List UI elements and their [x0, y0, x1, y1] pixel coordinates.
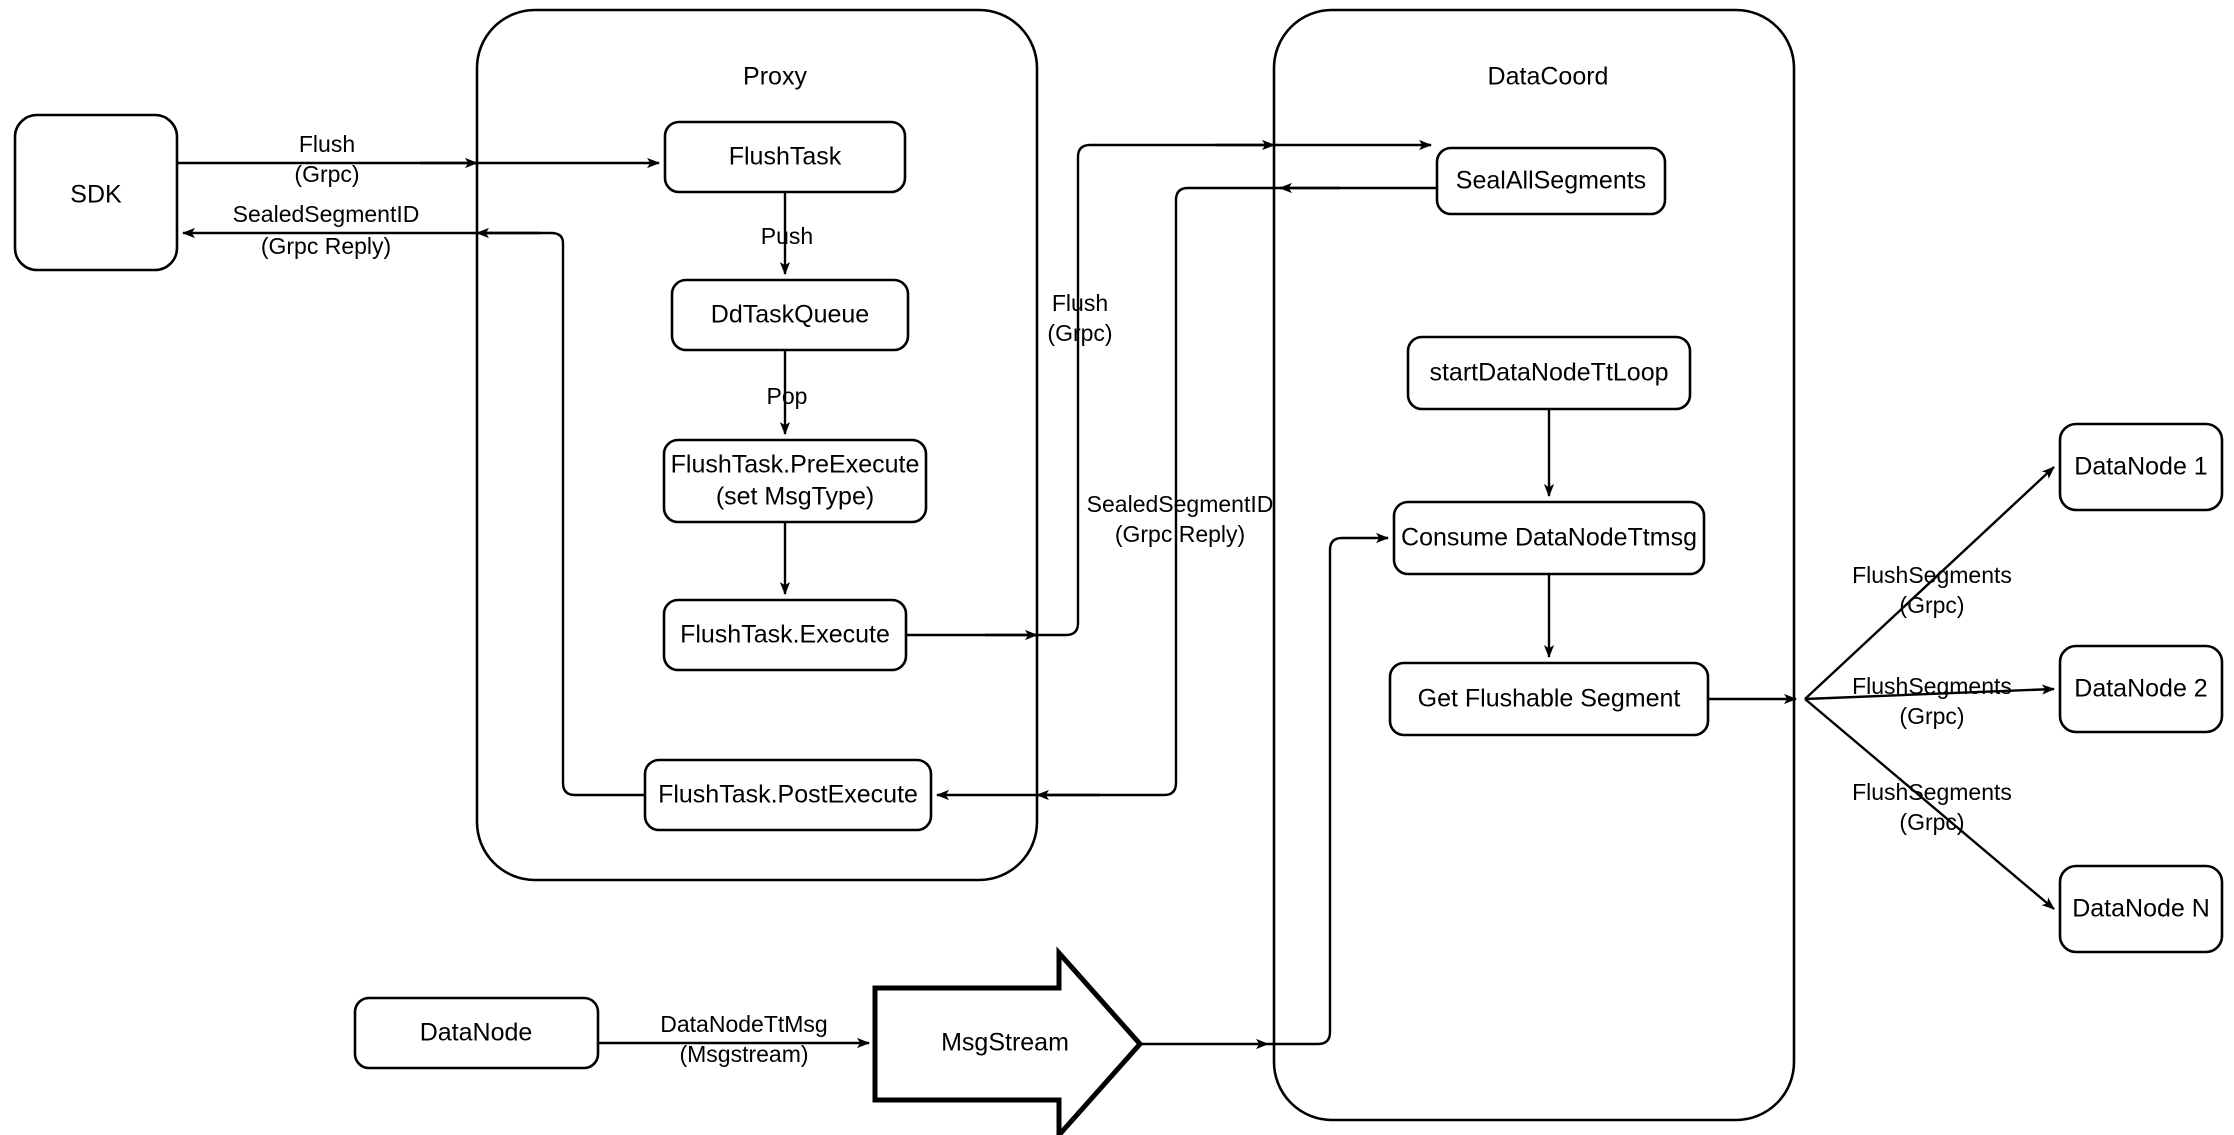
node-get-flushable-segment[interactable]: Get Flushable Segment: [1388, 661, 1710, 737]
sdk-label: SDK: [70, 181, 122, 209]
flushsegments-2-line2: (Grpc): [1899, 703, 1964, 729]
proxy-label: Proxy: [743, 63, 807, 91]
ddtaskqueue-box[interactable]: [670, 278, 910, 352]
execute-label: FlushTask.Execute: [680, 621, 890, 649]
node-flushtask-execute[interactable]: FlushTask.Execute: [662, 598, 908, 672]
datanode1-box[interactable]: [2058, 422, 2224, 512]
edge-label-pop: Pop: [767, 383, 808, 409]
datanode-source-label: DataNode: [420, 1019, 533, 1047]
edge-label-flush-grpc-mid: Flush (Grpc): [1047, 290, 1112, 346]
edge-label-sealedsegmentid-mid: SealedSegmentID (Grpc Reply): [1087, 491, 1274, 547]
group-proxy: Proxy: [475, 8, 1039, 882]
datanoden-label: DataNode N: [2072, 895, 2210, 923]
pop-label: Pop: [767, 383, 808, 409]
datanoden-box[interactable]: [2058, 864, 2224, 954]
datanode-source-box[interactable]: [353, 996, 600, 1070]
sealed-reply-sdk-line2: (Grpc Reply): [261, 233, 391, 259]
consumett-box[interactable]: [1392, 500, 1706, 576]
flushsegments-n-line1: FlushSegments: [1852, 779, 2012, 805]
node-ddtaskqueue[interactable]: DdTaskQueue: [670, 278, 910, 352]
sealallsegments-box[interactable]: [1435, 146, 1667, 216]
datacoord-label: DataCoord: [1488, 63, 1609, 91]
node-flushtask[interactable]: FlushTask: [663, 120, 907, 194]
flushsegments-1-line1: FlushSegments: [1852, 562, 2012, 588]
edge-label-flushsegments-n: FlushSegments (Grpc): [1852, 779, 2012, 835]
node-sealallsegments[interactable]: SealAllSegments: [1435, 146, 1667, 216]
ttloop-box[interactable]: [1406, 335, 1692, 411]
sealed-reply-mid-line1: SealedSegmentID: [1087, 491, 1274, 517]
flush-grpc-sdk-line2: (Grpc): [294, 161, 359, 187]
preexecute-sublabel: (set MsgType): [716, 483, 874, 511]
datacoord-container: [1272, 8, 1796, 1122]
sealallsegments-label: SealAllSegments: [1456, 167, 1646, 195]
edge-label-flushsegments-1: FlushSegments (Grpc): [1852, 562, 2012, 618]
flushsegments-2-line1: FlushSegments: [1852, 673, 2012, 699]
node-datanode-1[interactable]: DataNode 1: [2058, 422, 2224, 512]
sealed-reply-sdk-line1: SealedSegmentID: [233, 201, 420, 227]
datanodettmsg-line2: (Msgstream): [679, 1041, 808, 1067]
node-datanode-n[interactable]: DataNode N: [2058, 864, 2224, 954]
datanode2-box[interactable]: [2058, 644, 2224, 734]
msgstream-label: MsgStream: [941, 1029, 1069, 1057]
sealed-reply-mid-line2: (Grpc Reply): [1115, 521, 1245, 547]
node-msgstream[interactable]: MsgStream: [872, 946, 1144, 1135]
group-datacoord: DataCoord: [1272, 8, 1796, 1122]
datanode1-label: DataNode 1: [2074, 453, 2207, 481]
flushsegments-1-line2: (Grpc): [1899, 592, 1964, 618]
getflushable-box[interactable]: [1388, 661, 1710, 737]
node-datanode-source[interactable]: DataNode: [353, 996, 600, 1070]
edge-execute-to-sealallsegments: [906, 139, 1432, 637]
consumett-label: Consume DataNodeTtmsg: [1401, 524, 1697, 552]
flushsegments-n-line2: (Grpc): [1899, 809, 1964, 835]
flush-grpc-sdk-line1: Flush: [299, 131, 355, 157]
node-consume-datanodettmsg[interactable]: Consume DataNodeTtmsg: [1392, 500, 1706, 576]
node-datanode-2[interactable]: DataNode 2: [2058, 644, 2224, 734]
node-flushtask-postexecute[interactable]: FlushTask.PostExecute: [643, 758, 933, 832]
ddtaskqueue-label: DdTaskQueue: [711, 301, 869, 329]
flush-grpc-mid-line2: (Grpc): [1047, 320, 1112, 346]
edge-label-flush-grpc-sdk: Flush (Grpc): [294, 131, 359, 187]
postexecute-label: FlushTask.PostExecute: [658, 781, 918, 809]
preexecute-box[interactable]: [662, 438, 928, 524]
flushtask-label: FlushTask: [729, 143, 842, 171]
flushtask-box[interactable]: [663, 120, 907, 194]
preexecute-label: FlushTask.PreExecute: [671, 451, 920, 479]
getflushable-label: Get Flushable Segment: [1418, 685, 1681, 713]
proxy-container: [475, 8, 1039, 882]
flush-grpc-mid-line1: Flush: [1052, 290, 1108, 316]
edge-label-datanodettmsg: DataNodeTtMsg (Msgstream): [660, 1011, 827, 1067]
edge-hub-to-datanode2: [1804, 684, 2055, 701]
node-flushtask-preexecute[interactable]: FlushTask.PreExecute (set MsgType): [662, 438, 928, 524]
node-startdatanodettloop[interactable]: startDataNodeTtLoop: [1406, 335, 1692, 411]
edge-hub-to-datanode1: [1804, 466, 2055, 700]
edge-sealallsegments-to-postexecute: [936, 186, 1437, 801]
push-label: Push: [761, 223, 813, 249]
node-sdk[interactable]: SDK: [13, 113, 179, 272]
postexecute-box[interactable]: [643, 758, 933, 832]
datanode2-label: DataNode 2: [2074, 675, 2207, 703]
edge-label-sealedsegmentid-sdk: SealedSegmentID (Grpc Reply): [233, 201, 420, 259]
msgstream-arrow-shape[interactable]: [872, 946, 1144, 1135]
edge-postexecute-to-sdk: [182, 227, 645, 797]
edge-hub-to-datanoden: [1804, 698, 2055, 910]
edge-datacoord-intake-to-consume: [1268, 532, 1389, 1046]
ttloop-label: startDataNodeTtLoop: [1429, 359, 1668, 387]
datanodettmsg-line1: DataNodeTtMsg: [660, 1011, 827, 1037]
edge-label-push: Push: [761, 223, 813, 249]
execute-box[interactable]: [662, 598, 908, 672]
edge-label-flushsegments-2: FlushSegments (Grpc): [1852, 673, 2012, 729]
sdk-box[interactable]: [13, 113, 179, 272]
